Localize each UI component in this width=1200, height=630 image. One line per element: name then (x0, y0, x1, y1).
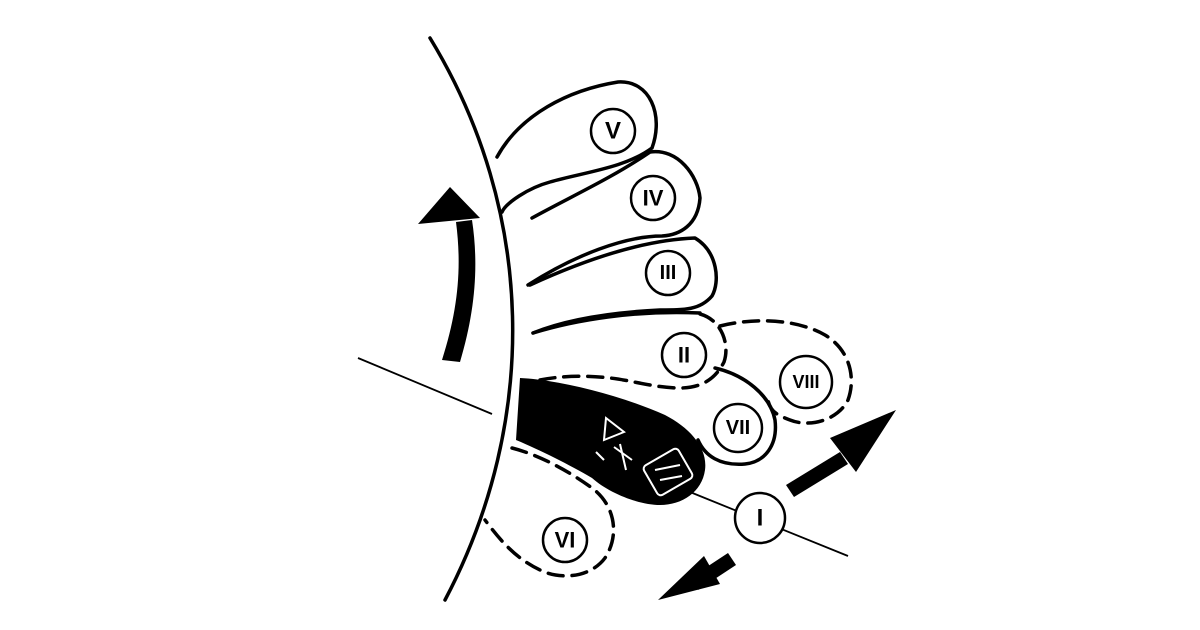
lobe-vii (696, 366, 778, 466)
wiper-washer-stalk-icon (516, 378, 706, 505)
svg-text:VI: VI (555, 528, 576, 553)
position-badge-vi: VI (541, 516, 589, 564)
lobe-vi-dashed (483, 446, 616, 578)
lobe-v (495, 80, 658, 214)
lobe-ii-dashed (538, 312, 728, 390)
lobe-iii (528, 236, 719, 335)
position-badge-v: V (589, 107, 637, 155)
lobe-ii-upper (531, 310, 702, 335)
lobe-iv (526, 149, 702, 287)
lobe-viii-dashed (718, 319, 854, 425)
position-badge-iv: IV (629, 174, 677, 222)
position-badge-vii: VII (712, 402, 764, 454)
svg-text:III: III (660, 262, 677, 284)
double-headed-arrow-icon (658, 410, 896, 600)
svg-text:V: V (605, 118, 621, 145)
svg-text:IV: IV (643, 186, 664, 211)
position-badge-ii: II (660, 331, 708, 379)
svg-text:VIII: VIII (792, 372, 819, 392)
position-badge-i: I (733, 491, 787, 545)
position-badge-iii: III (644, 249, 692, 297)
steering-wheel-rim-icon (428, 36, 515, 602)
position-badge-viii: VIII (778, 354, 834, 410)
svg-text:II: II (678, 343, 690, 368)
curved-arrow-up-icon (418, 187, 480, 362)
svg-text:I: I (757, 505, 764, 532)
svg-text:VII: VII (726, 417, 750, 439)
